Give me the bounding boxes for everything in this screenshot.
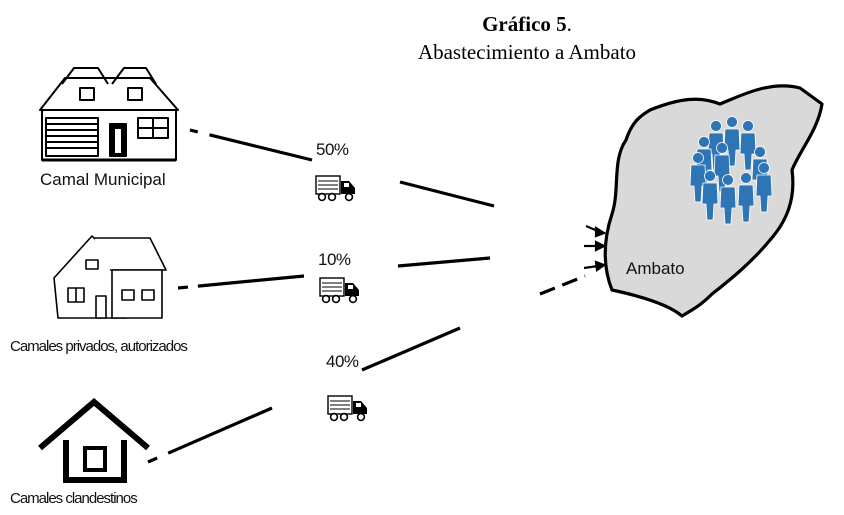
source-label-clandestinos: Camales clandestinos	[10, 490, 138, 507]
flow-line-clandestinos	[147, 406, 273, 464]
source-label-municipal: Camal Municipal	[40, 170, 166, 189]
house-icon	[53, 235, 167, 319]
figure-title-punct: .	[566, 12, 572, 36]
destination-label: Ambato	[626, 259, 685, 278]
trucks	[315, 175, 367, 422]
house-icon	[39, 67, 179, 162]
house-icon	[38, 398, 150, 483]
figure-title-number: Gráfico 5	[482, 12, 567, 36]
figure-title: Gráfico 5.	[0, 12, 844, 37]
person-icon	[739, 120, 757, 171]
arrow-icons	[583, 224, 607, 272]
person-icon	[689, 152, 707, 203]
truck-icon	[319, 277, 359, 304]
percent-label-clandestinos: 40%	[326, 352, 359, 371]
source-label-privados: Camales privados, autorizados	[10, 338, 188, 355]
flow-line-privados	[177, 274, 305, 290]
person-icon	[701, 170, 719, 221]
people-icon	[689, 116, 773, 225]
flow-line-municipal-2	[399, 180, 495, 208]
percent-label-privados: 10%	[318, 250, 351, 269]
flow-line-municipal	[189, 128, 313, 162]
flow-lines	[147, 128, 586, 464]
percent-label-municipal: 50%	[316, 140, 349, 159]
figure-subtitle: Abastecimiento a Ambato	[417, 40, 637, 64]
person-icon	[737, 172, 755, 223]
person-icon	[719, 174, 737, 225]
flow-line-clandestinos-2	[361, 326, 461, 372]
truck-icon	[315, 175, 355, 202]
person-icon	[755, 162, 773, 213]
person-icon	[713, 142, 731, 193]
truck-icon	[327, 395, 367, 422]
flow-line-to-ambato	[539, 274, 586, 296]
flow-line-privados-2	[397, 256, 491, 268]
